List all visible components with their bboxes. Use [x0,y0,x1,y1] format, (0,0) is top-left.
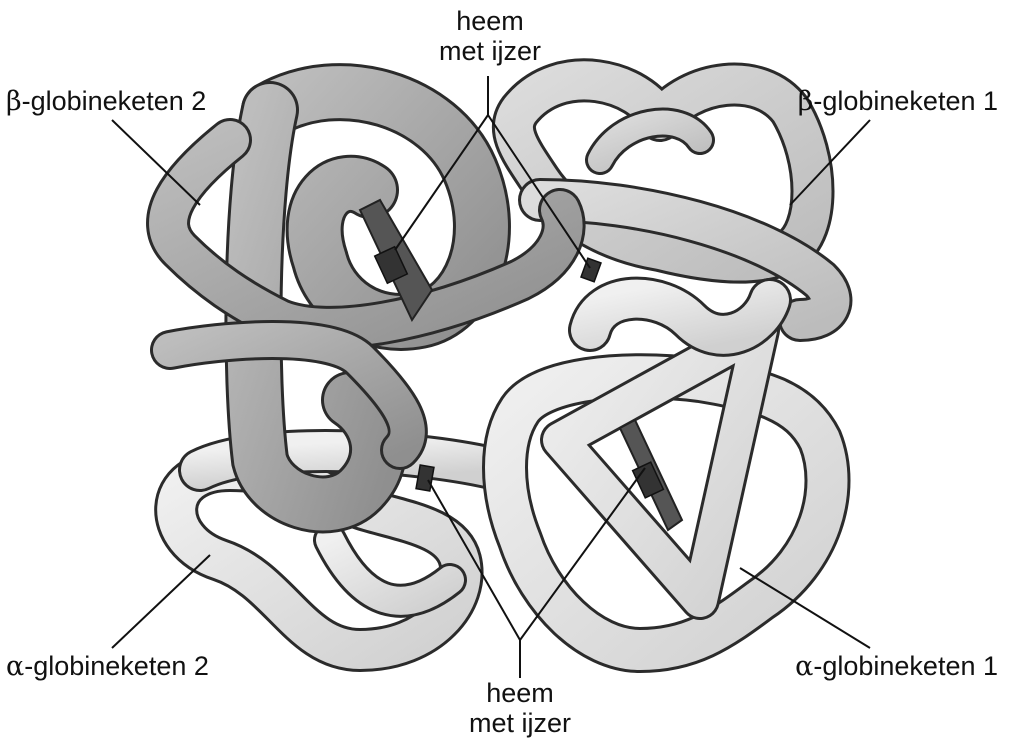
label-alpha1-symbol: α [795,651,813,682]
label-alpha-chain-2: α-globineketen 2 [6,651,209,682]
label-heme-top: heem met ijzer [430,6,550,66]
alpha-chain-1 [505,299,828,650]
label-alpha2-text: -globineketen 2 [24,651,209,681]
label-beta-chain-2: β-globineketen 2 [6,86,206,117]
label-beta2-symbol: β [6,86,22,117]
label-beta1-symbol: β [798,86,814,117]
label-heme-bottom: heem met ijzer [460,678,580,738]
label-beta2-text: -globineketen 2 [22,86,207,116]
label-heme-bottom-line1: heem [460,678,580,708]
label-beta1-text: -globineketen 1 [813,86,998,116]
leader-alpha2 [112,555,210,648]
label-heme-top-line1: heem [430,6,550,36]
label-alpha-chain-1: α-globineketen 1 [795,651,998,682]
heme-group-beta1 [581,258,601,282]
label-heme-top-line2: met ijzer [430,36,550,66]
label-heme-bottom-line2: met ijzer [460,708,580,738]
label-alpha2-symbol: α [6,651,24,682]
label-alpha1-text: -globineketen 1 [813,651,998,681]
label-beta-chain-1: β-globineketen 1 [798,86,998,117]
